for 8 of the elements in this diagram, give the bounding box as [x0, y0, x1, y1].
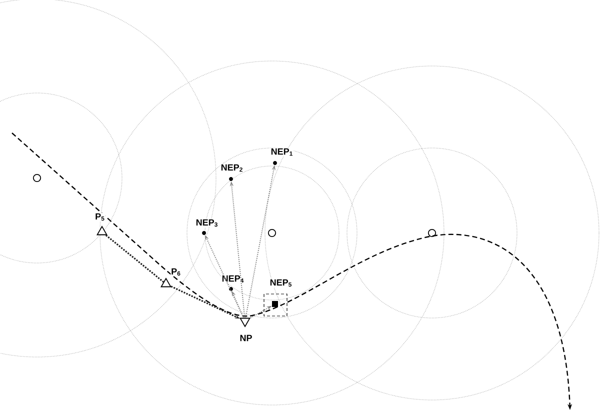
point-label: NEP$_{1}$: [270, 148, 294, 156]
point-label: NP: [239, 334, 253, 342]
point-label: P$_{5}$: [94, 212, 106, 222]
point-label: NEP$_{3}$: [195, 218, 219, 228]
point-label: P$_{6}$: [170, 268, 182, 276]
point-label: NEP$_{5}$: [269, 278, 293, 288]
point-label: NEP$_{4}$: [221, 274, 245, 284]
point-label: NEP$_{2}$: [220, 164, 244, 172]
